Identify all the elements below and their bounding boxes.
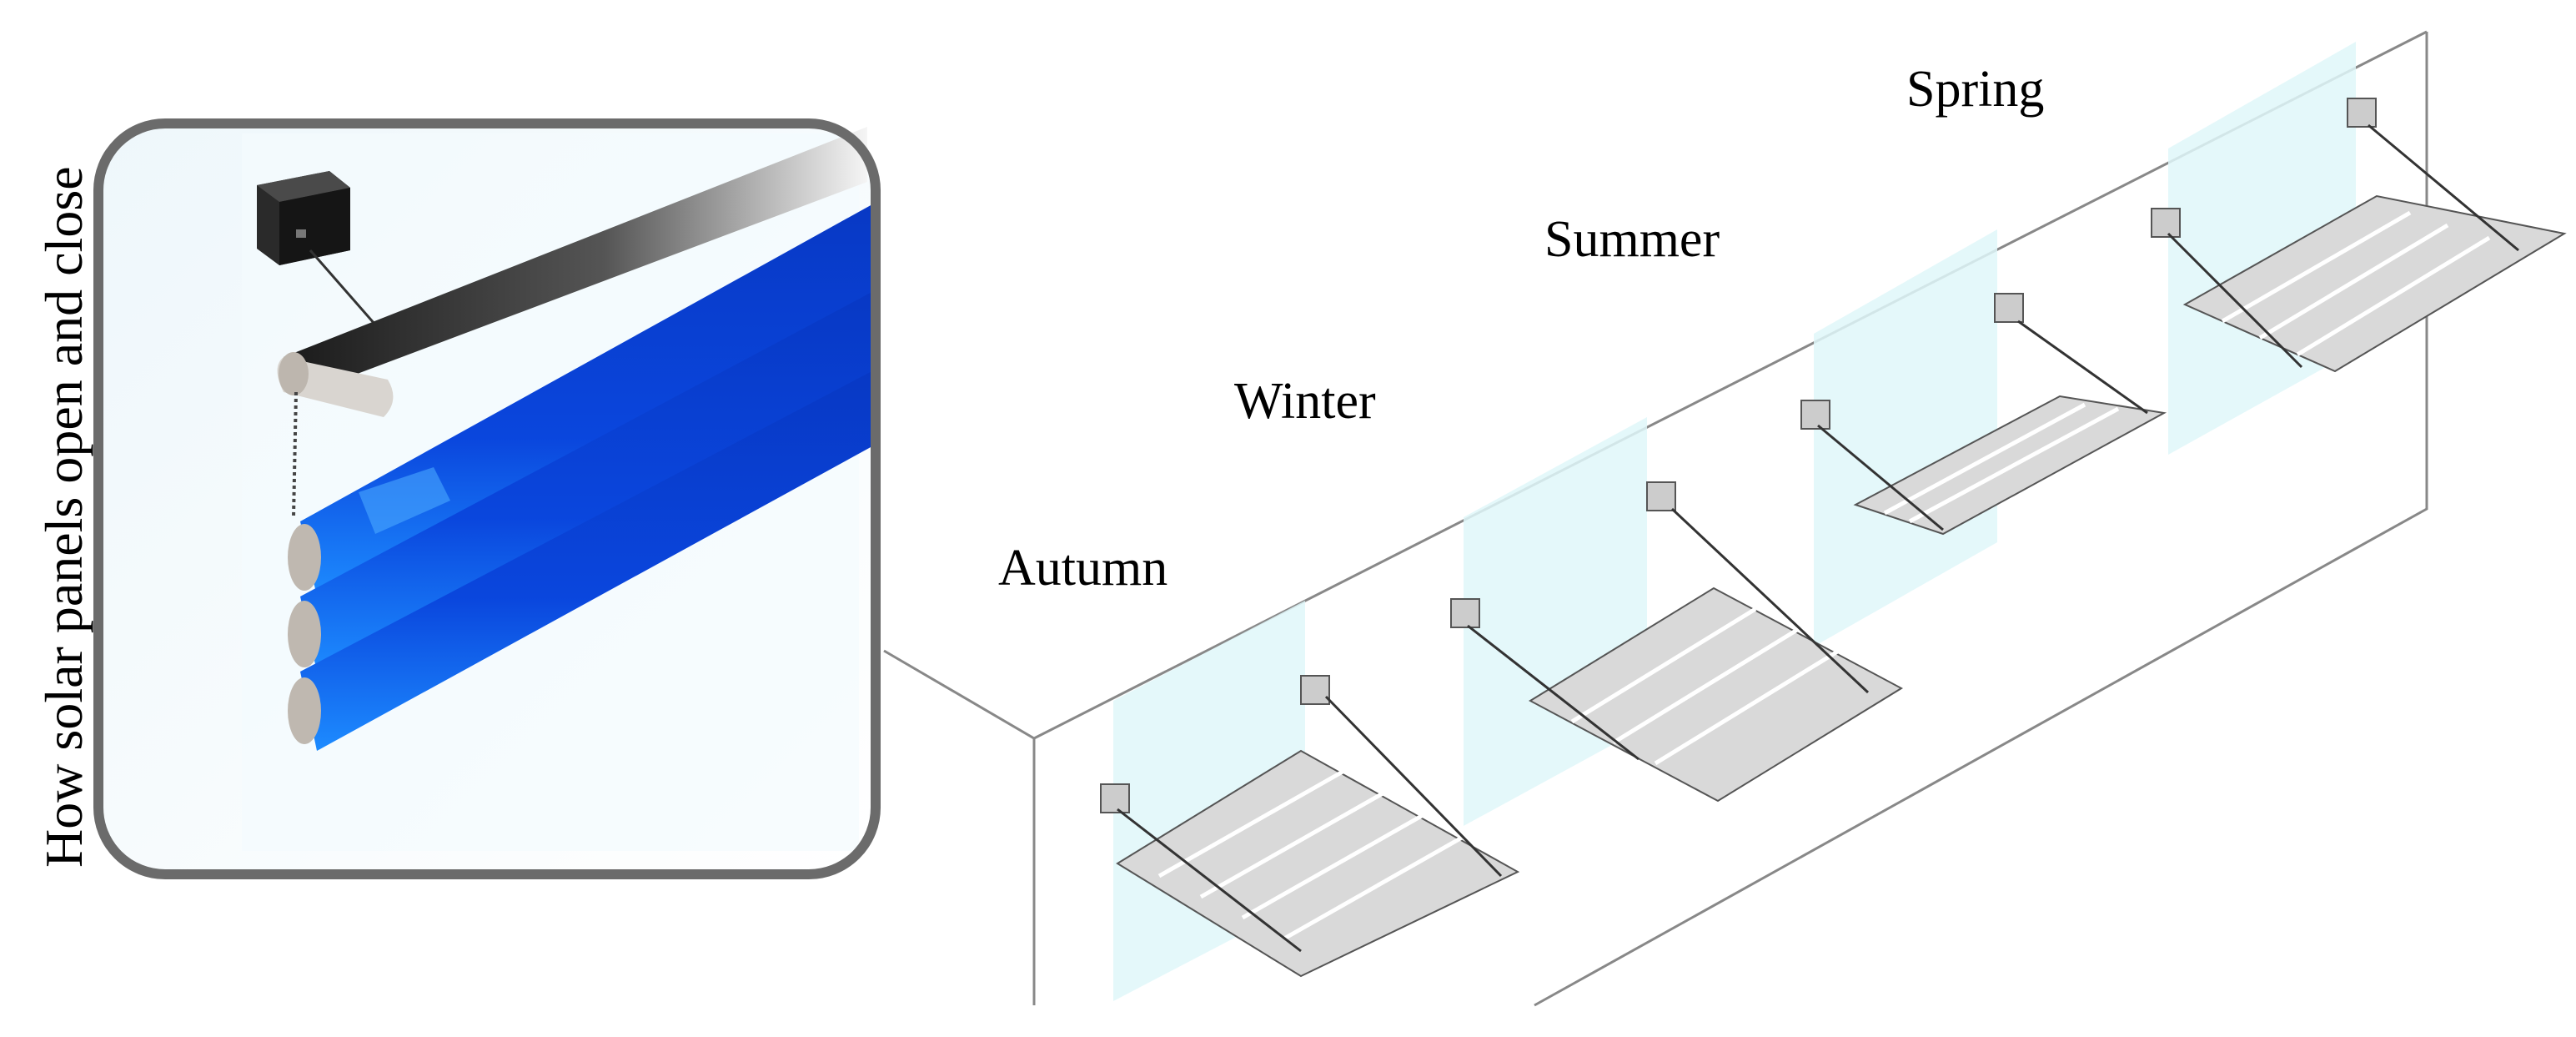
label-autumn: Autumn bbox=[998, 540, 1168, 597]
solar-slat-3 bbox=[288, 367, 880, 751]
motor-icon-spring-1 bbox=[2151, 208, 2181, 238]
motor-icon-winter-2 bbox=[1646, 481, 1676, 511]
inset-frame bbox=[93, 118, 881, 879]
slat-highlight bbox=[359, 467, 450, 534]
panel-spring bbox=[2151, 98, 2567, 373]
roller-rod bbox=[277, 127, 867, 417]
glass-pane-summer bbox=[1814, 229, 1997, 647]
motor-icon-spring-2 bbox=[2347, 98, 2377, 128]
motor-icon-autumn-1 bbox=[1100, 783, 1130, 813]
panel-autumn bbox=[1100, 675, 1520, 978]
motor-icon-autumn-2 bbox=[1300, 675, 1330, 705]
label-winter: Winter bbox=[1234, 373, 1376, 430]
glass-panes bbox=[1113, 42, 2356, 1001]
motor-box-icon bbox=[257, 171, 350, 265]
closeup-inset bbox=[93, 118, 881, 879]
panel-summer bbox=[1800, 293, 2167, 536]
label-summer: Summer bbox=[1544, 211, 1720, 268]
label-spring: Spring bbox=[1906, 61, 2045, 118]
lift-chain bbox=[292, 391, 298, 518]
solar-slat-2 bbox=[288, 288, 880, 672]
side-caption: How solar panels open and close bbox=[34, 166, 93, 868]
motor-icon-summer-1 bbox=[1800, 400, 1830, 430]
panel-winter bbox=[1450, 481, 1904, 803]
glass-pane-winter bbox=[1464, 417, 1647, 826]
motor-icon-summer-2 bbox=[1994, 293, 2024, 323]
motor-icon-winter-1 bbox=[1450, 598, 1480, 628]
